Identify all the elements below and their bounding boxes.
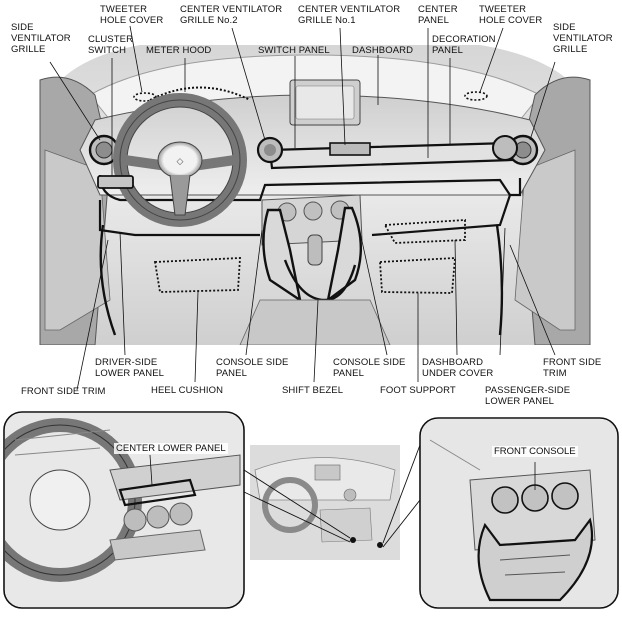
label-meter-hood: METER HOOD xyxy=(146,45,212,56)
leader-lines xyxy=(49,25,556,391)
reference-view xyxy=(243,444,421,560)
label-side-ventilator-grille-right: SIDE VENTILATOR GRILLE xyxy=(553,22,613,55)
svg-text:◇: ◇ xyxy=(177,156,184,166)
label-center-ventilator-grille-no2: CENTER VENTILATOR GRILLE No.2 xyxy=(180,4,283,26)
label-front-side-trim-left: FRONT SIDE TRIM xyxy=(21,386,106,397)
label-console-side-panel-right: CONSOLE SIDE PANEL xyxy=(333,357,406,379)
label-foot-support: FOOT SUPPORT xyxy=(380,385,456,396)
label-side-ventilator-grille-left: SIDE VENTILATOR GRILLE xyxy=(11,22,71,55)
label-shift-bezel: SHIFT BEZEL xyxy=(282,385,344,396)
label-front-console: FRONT CONSOLE xyxy=(492,446,578,457)
label-front-side-trim-right: FRONT SIDE TRIM xyxy=(543,357,602,379)
label-center-panel: CENTER PANEL xyxy=(418,4,458,26)
inset-front-console xyxy=(419,417,619,609)
label-tweeter-hole-cover-left: TWEETER HOLE COVER xyxy=(100,4,164,26)
label-dashboard-under-cover: DASHBOARD UNDER COVER xyxy=(422,357,494,379)
label-center-lower-panel: CENTER LOWER PANEL xyxy=(114,443,228,454)
label-driver-side-lower-panel: DRIVER-SIDE LOWER PANEL xyxy=(95,357,165,379)
label-passenger-side-lower-panel: PASSENGER-SIDE LOWER PANEL xyxy=(485,385,571,407)
label-dashboard: DASHBOARD xyxy=(352,45,414,56)
label-decoration-panel: DECORATION PANEL xyxy=(432,34,496,56)
label-cluster-switch: CLUSTER SWITCH xyxy=(88,34,134,56)
main-view: ◇ xyxy=(39,45,591,345)
label-center-ventilator-grille-no1: CENTER VENTILATOR GRILLE No.1 xyxy=(298,4,401,26)
label-console-side-panel-left: CONSOLE SIDE PANEL xyxy=(216,357,289,379)
label-switch-panel: SWITCH PANEL xyxy=(258,45,330,56)
label-tweeter-hole-cover-right: TWEETER HOLE COVER xyxy=(479,4,543,26)
label-heel-cushion: HEEL CUSHION xyxy=(151,385,224,396)
inset-center-lower-panel xyxy=(3,411,245,609)
